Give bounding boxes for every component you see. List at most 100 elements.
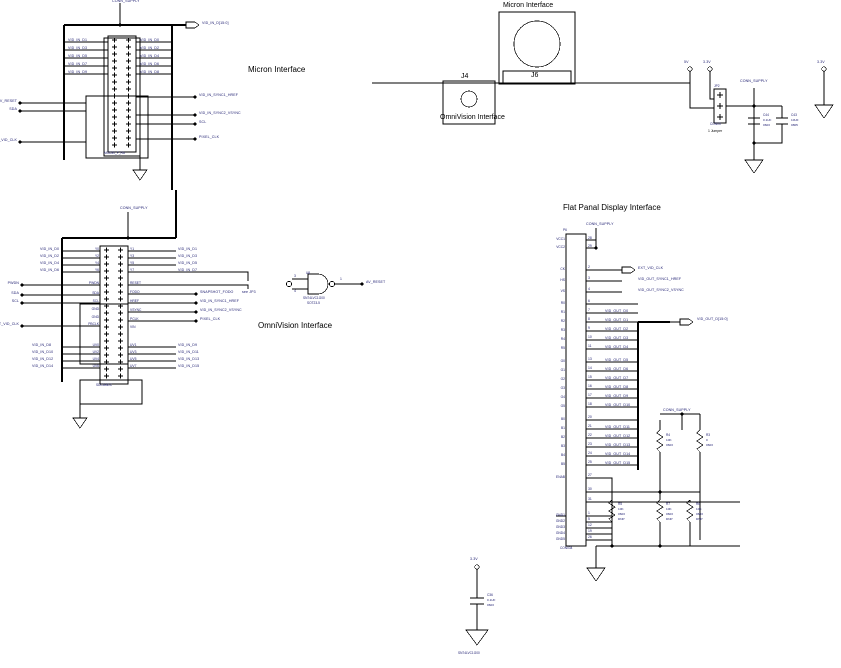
fpd-data-name-12: B0	[560, 417, 565, 421]
resistor-r5-refdes: R5	[618, 502, 623, 506]
omnivision-pin-right-9: VIN	[130, 325, 136, 329]
fpd-data-net-4: VID_OUT_D3	[605, 336, 629, 340]
omnivision-left-net-1: VID_IN_D2	[40, 254, 60, 258]
fpd-data-name-11: G5	[560, 404, 565, 408]
omnivision-pin-left-13: UV4	[92, 357, 99, 361]
title-mech-micron-interface: Micron Interface	[503, 2, 554, 9]
fpd-data-name-10: G4	[560, 395, 565, 399]
omnivision-left-net-9: EXT_VID_CLK	[0, 322, 19, 326]
omnivision-pin-right-12: UV3	[130, 350, 137, 354]
fpd-data-name-8: G2	[560, 377, 565, 381]
micron-out-net-3: PIXEL_CLK	[199, 135, 220, 139]
fpd-data-num-2: 8	[588, 317, 590, 321]
omnivision-pin-left-9: PBCLK	[88, 322, 99, 326]
omnivision-pin-left-4: PWDN	[88, 281, 99, 285]
nand-gate-refdes: U8	[306, 271, 311, 275]
fpd-data-net-17: VID_OUT_D15	[605, 461, 631, 465]
fpd-hs-num: 3	[588, 276, 590, 280]
micron-bus-label: VID_IN_D[15:0]	[202, 21, 229, 25]
omnivision-right-net-8: VID_IN_D9	[178, 343, 198, 347]
omnivision-pin-right-11: UV1	[130, 343, 137, 347]
fpd-data-name-3: R3	[560, 328, 565, 332]
omnivision-left-net-0: VID_IN_D0	[40, 247, 60, 251]
power-gnd-rail-label: 3.3V	[817, 60, 825, 64]
omnivision-right-net-9: VID_IN_D11	[178, 350, 199, 354]
fpd-data-net-10: VID_OUT_D9	[605, 394, 629, 398]
fpd-gnd-name-4: GND5	[555, 537, 565, 541]
fpd-data-num-1: 7	[588, 308, 590, 312]
micron-refdes: MOD30_F_RA	[104, 151, 125, 155]
fpd-data-name-6: G0	[560, 359, 565, 363]
micron-left-net-2: VID_IN_D5	[68, 54, 88, 58]
nand-gate-part: SN74LVC1G00	[303, 296, 325, 300]
power-supply-label: CONN_SUPPLY	[740, 79, 768, 83]
fpd-data-net-1: VID_OUT_D0	[605, 309, 629, 313]
bottom-cap-refdes: C36	[487, 593, 493, 597]
omnivision-pin-left-7: GND	[91, 307, 99, 311]
fpd-hs-net: VID_OUT_SYNC1_HREF	[638, 277, 682, 281]
omnivision-pin-right-13: UV5	[130, 357, 137, 361]
omnivision-pin-left-0: Y0	[94, 247, 99, 251]
fpd-data-num-15: 23	[588, 442, 592, 446]
cap-c43-value: 10UF	[791, 118, 799, 122]
fpd-vs-num: 4	[588, 287, 590, 291]
fpd-data-name-2: R2	[560, 319, 565, 323]
omnivision-left-net-6: SCL	[11, 299, 19, 303]
fpd-data-name-5: R5	[560, 346, 565, 350]
micron-side-net-0: AV_RESET	[0, 99, 17, 103]
fpd-data-name-4: R4	[560, 337, 565, 341]
omnivision-pin-right-4: RESET	[130, 281, 141, 285]
fpd-supply-label: CONN_SUPPLY	[586, 222, 614, 226]
micron-side-net-3: EXT_VID_CLK	[0, 138, 17, 142]
fpd-data-net-2: VID_OUT_D1	[605, 318, 629, 322]
micron-side-net-1: SDA	[9, 107, 17, 111]
fpd-vcc1-num: 28	[588, 236, 592, 240]
omnivision-pin-right-7: VSYNC	[130, 308, 142, 312]
omnivision-left-net-14: VID_IN_D14	[32, 364, 54, 368]
bottom-cap-caption: SN74LVC1G00	[458, 651, 480, 655]
fpd-hs-name: HS	[560, 278, 565, 282]
micron-left-net-4: VID_IN_D9	[68, 70, 88, 74]
fpd-data-num-3: 9	[588, 326, 590, 330]
omnivision-right-net-2: VID_IN_D5	[178, 261, 198, 265]
fpd-gnd-num-3: 19	[588, 529, 592, 533]
fpd-gnd-num-2: 12	[588, 523, 592, 527]
title-micron-interface: Micron Interface	[248, 65, 306, 74]
fpd-gnd-num-1: 5	[588, 517, 590, 521]
fpd-data-net-14: VID_OUT_D12	[605, 434, 631, 438]
omnivision-pin-right-1: Y3	[130, 254, 135, 258]
omnivision-pin-right-8: PCLK	[130, 317, 139, 321]
fpd-data-num-5: 11	[588, 344, 592, 348]
nand-gate-pin-a: 3	[294, 274, 296, 278]
omnivision-right-net-7: PIXEL_CLK	[200, 317, 221, 321]
nand-gate-out-net: AV_RESET	[366, 280, 386, 284]
omnivision-pin-right-5: FODO	[130, 290, 140, 294]
title-mech-omnivision-interface: OmniVision Interface	[440, 114, 505, 121]
nand-gate-pin-b: 4	[294, 289, 296, 293]
fpd-resistor-supply-label: CONN_SUPPLY	[663, 408, 691, 412]
fpd-gnd-name-0: GND1	[555, 513, 565, 517]
micron-right-net-3: VID_IN_D6	[140, 62, 160, 66]
mech-connector-j6-label: J6	[531, 72, 539, 79]
omnivision-supply-label: CONN_SUPPLY	[120, 206, 148, 210]
omnivision-right-net-6: VID_IN_SYNC2_VSYNC	[200, 308, 242, 312]
micron-right-net-4: VID_IN_D8	[140, 70, 160, 74]
micron-right-net-2: VID_IN_D4	[140, 54, 160, 58]
omnivision-right-net-1: VID_IN_D3	[178, 254, 198, 258]
micron-out-net-0: VID_IN_SYNC1_HREF	[199, 93, 239, 97]
fpd-data-net-5: VID_OUT_D4	[605, 345, 629, 349]
resistor-r7-value: 10K	[666, 507, 672, 511]
fpd-data-name-17: B5	[560, 462, 565, 466]
fpd-bus-label: VID_OUT_D[15:0]	[697, 317, 728, 321]
fpd-ck-num: 2	[588, 265, 590, 269]
fpd-data-num-4: 10	[588, 335, 592, 339]
resistor-r4-package: 0603	[666, 443, 673, 447]
omnivision-pin-left-6: SCL	[92, 299, 99, 303]
omnivision-left-net-2: VID_IN_D4	[40, 261, 60, 265]
fpd-gnd-name-3: GND4	[555, 531, 565, 535]
resistor-r6-package: 0603	[696, 512, 703, 516]
resistor-r5-value: 10K	[618, 507, 624, 511]
omnivision-pin-right-3: Y7	[130, 268, 135, 272]
omnivision-pin-left-14: UV6	[92, 364, 99, 368]
